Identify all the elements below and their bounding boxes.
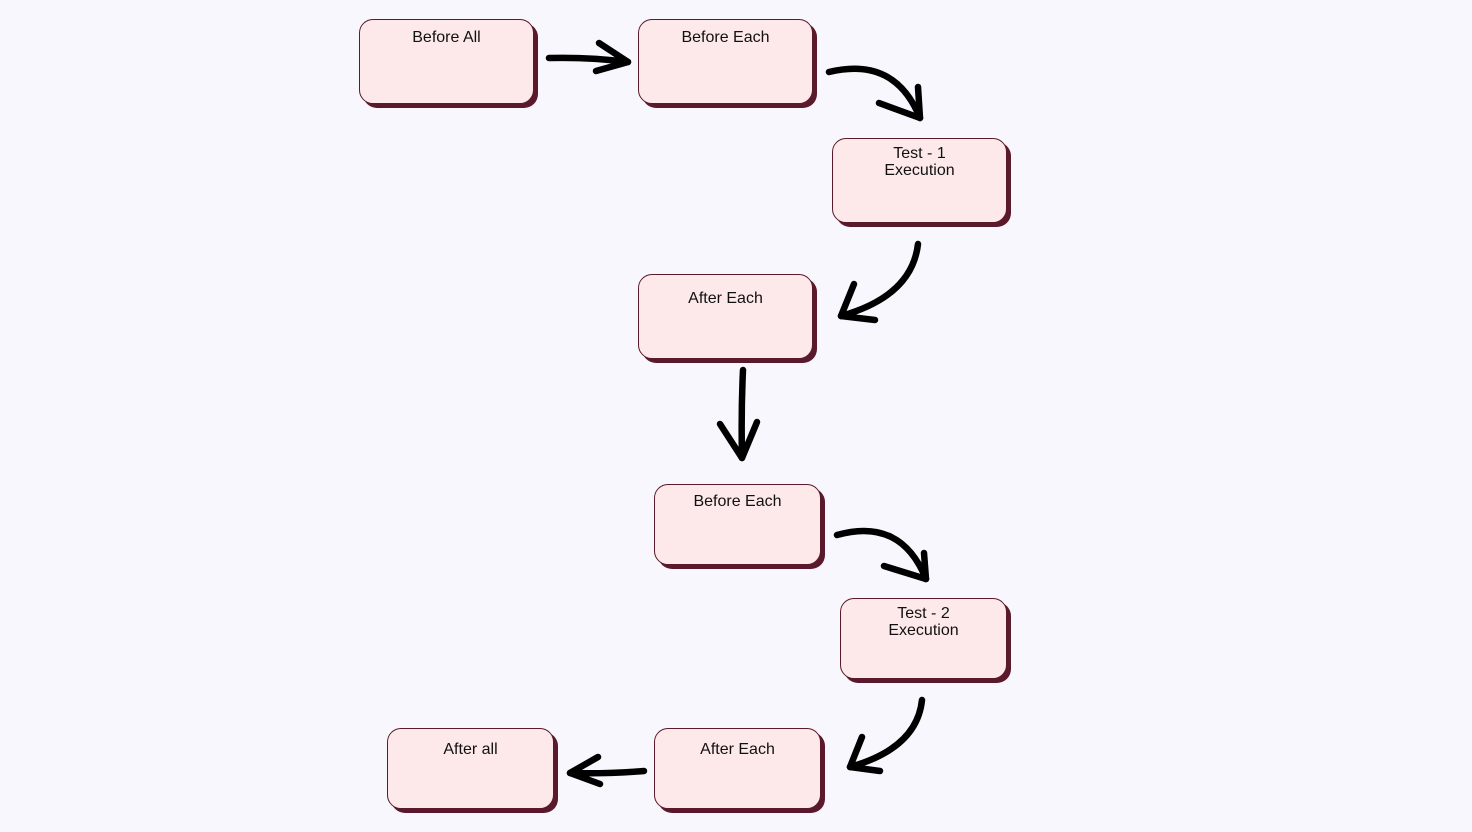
arrow-before-each-to-test-1	[825, 65, 924, 122]
arrow-test-1-to-after-each	[837, 240, 922, 324]
node-after-each-1: After Each	[638, 274, 813, 359]
node-label: Before All	[412, 29, 481, 46]
node-label: After Each	[700, 741, 775, 758]
arrow-after-each-to-after-all	[566, 753, 648, 788]
arrow-after-each-to-before-each	[716, 366, 761, 462]
node-label: Test - 2 Execution	[888, 605, 959, 639]
node-label: Test - 1 Execution	[884, 145, 955, 179]
node-before-each-2: Before Each	[654, 484, 821, 565]
node-after-all: After all	[387, 728, 554, 809]
node-label: Before Each	[681, 29, 770, 46]
arrow-before-all-to-before-each	[545, 39, 632, 75]
node-before-all: Before All	[359, 19, 534, 104]
node-label: After all	[443, 741, 498, 758]
arrow-test-2-to-after-each	[846, 696, 926, 775]
node-label: After Each	[688, 290, 763, 307]
node-after-each-2: After Each	[654, 728, 821, 809]
node-label: Before Each	[693, 493, 782, 510]
node-before-each-1: Before Each	[638, 19, 813, 104]
node-test-1-execution: Test - 1 Execution	[832, 138, 1007, 223]
arrow-before-each-to-test-2	[833, 527, 930, 583]
node-test-2-execution: Test - 2 Execution	[840, 598, 1007, 679]
